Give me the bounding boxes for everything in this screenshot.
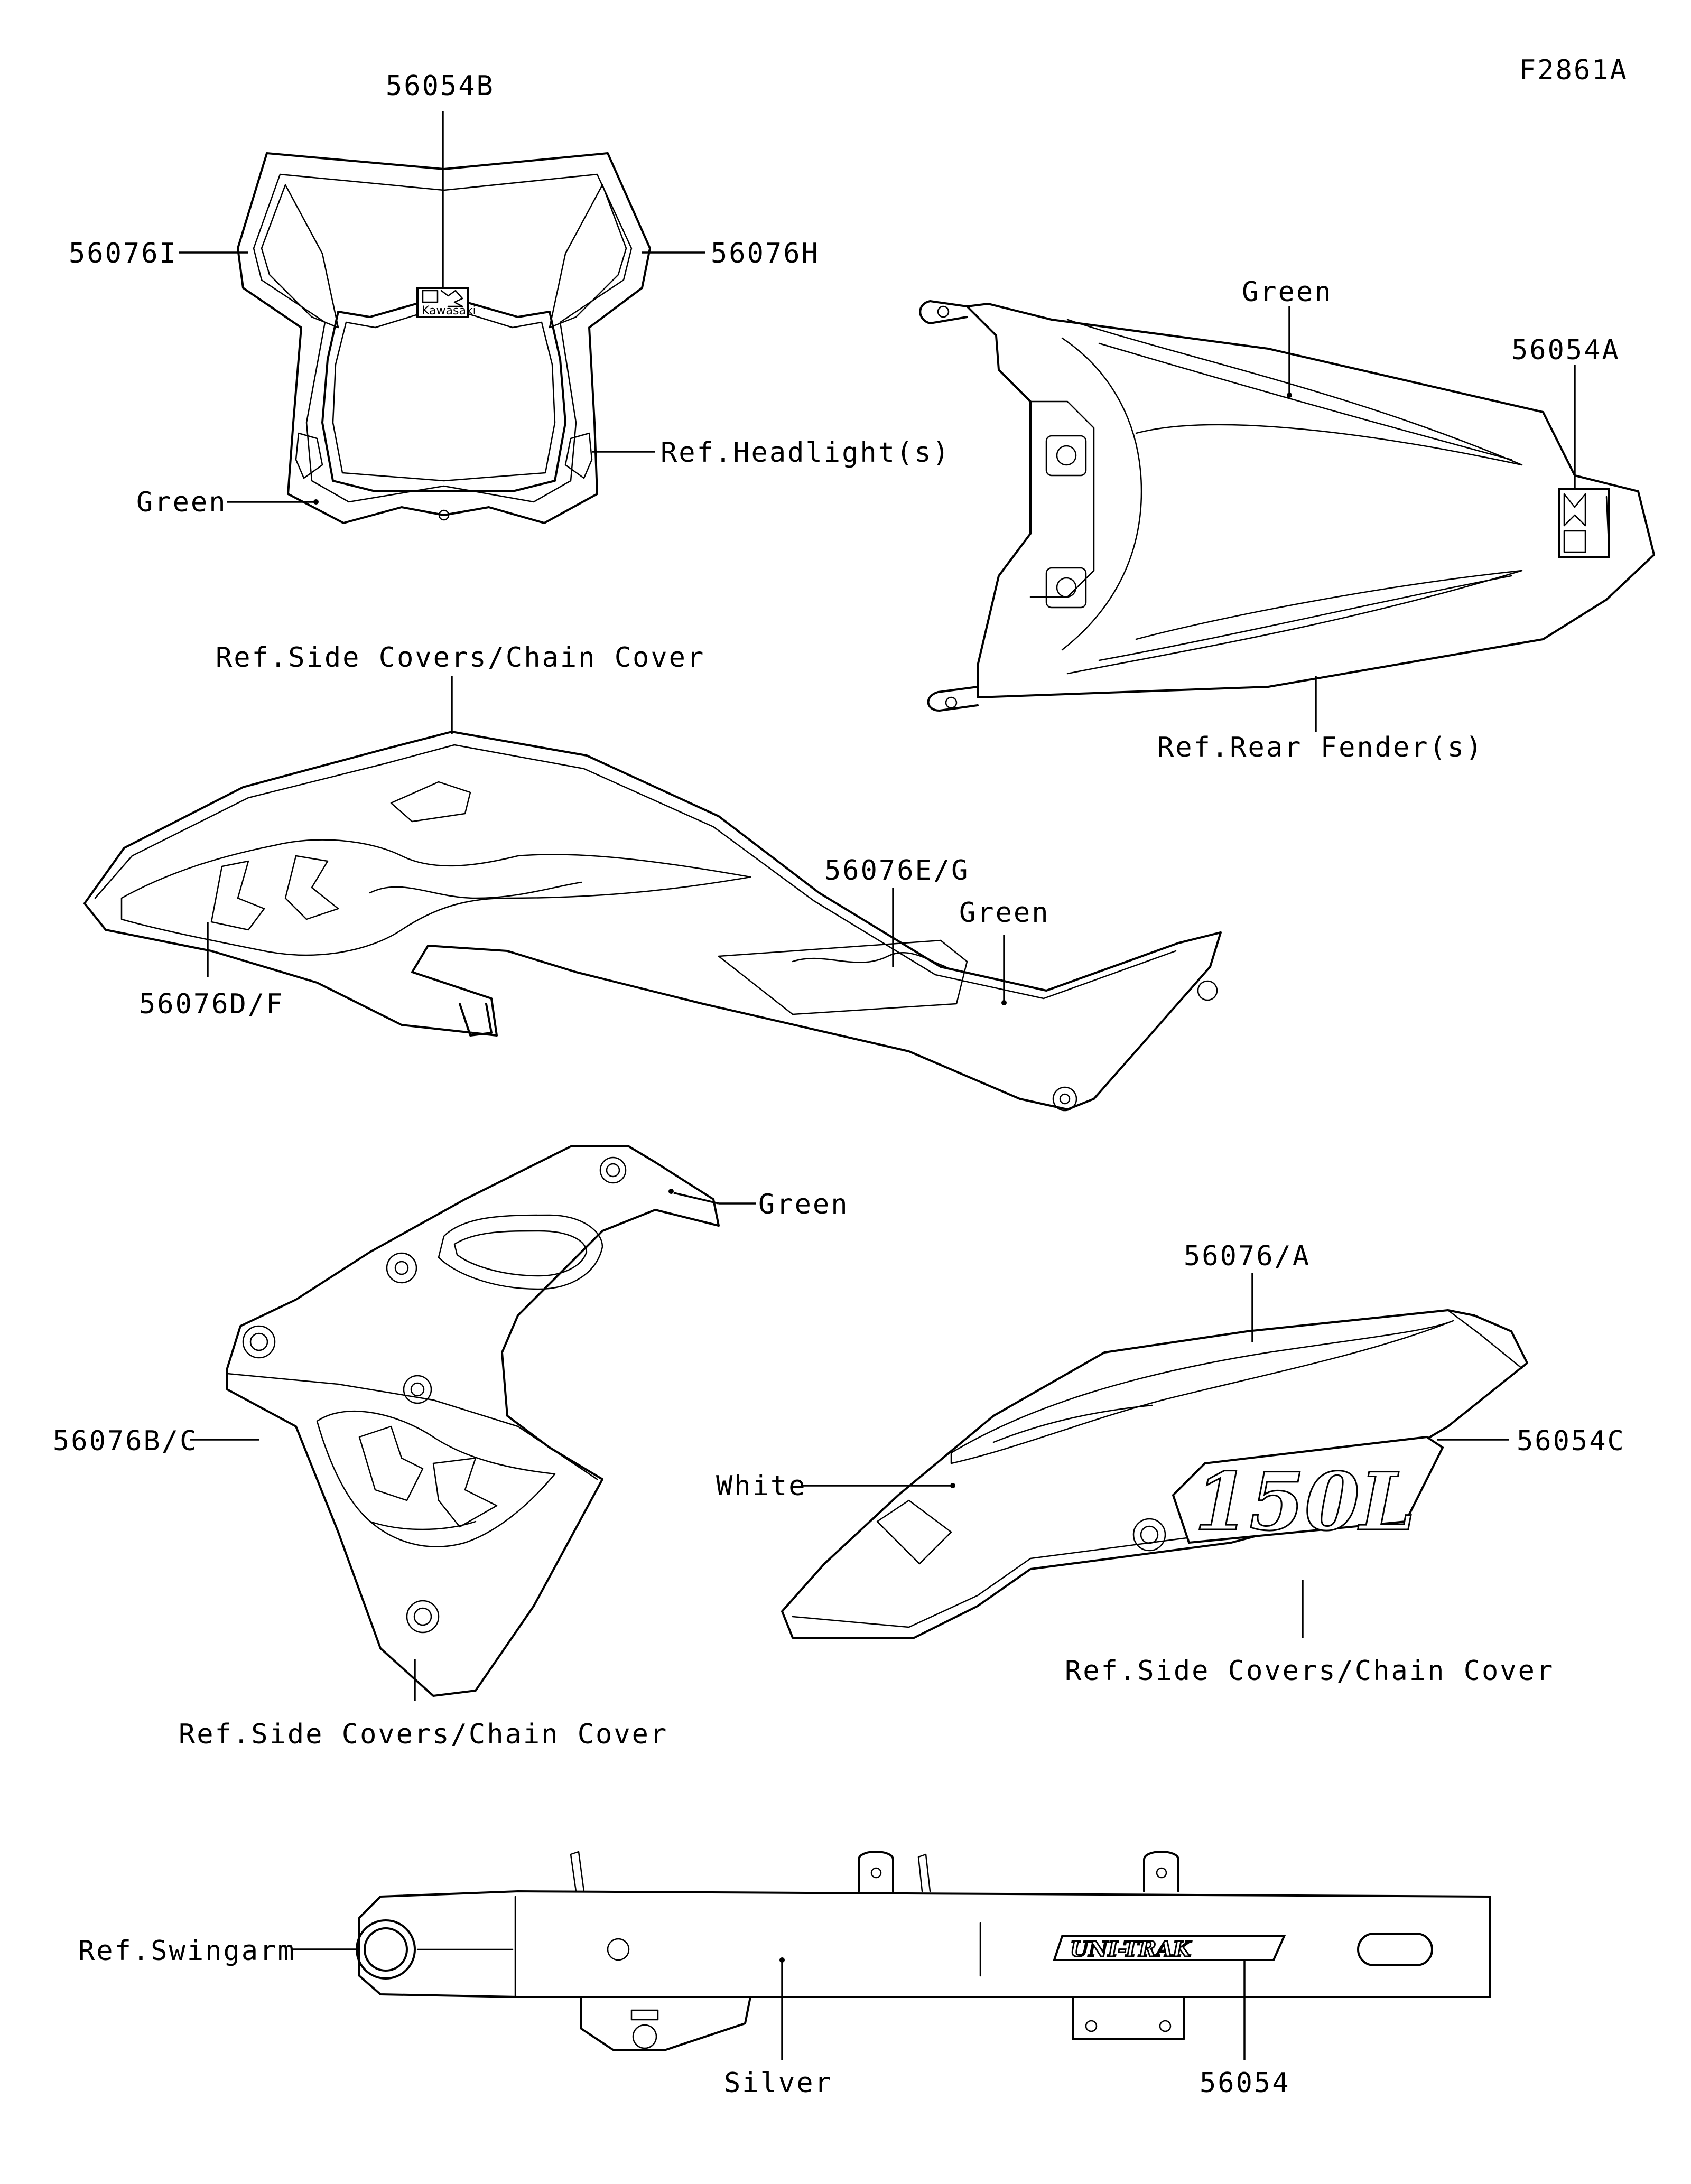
label-ref-swingarm: Ref.Swingarm: [78, 1935, 296, 1967]
kx-graphic-56076DF: [120, 839, 751, 956]
kx-graphic-56076BC: [316, 1410, 556, 1547]
label-56076A: 56076/A: [1184, 1240, 1311, 1272]
label-ref-headlight: Ref.Headlight(s): [661, 437, 951, 469]
figure-id: F2861A: [1519, 54, 1628, 86]
label-side-cover-left-green: Green: [758, 1189, 849, 1220]
kawasaki-wordmark: Kawasaki: [422, 304, 476, 318]
model-wordmark: 150L: [1194, 1455, 1416, 1548]
label-ref-rear-fender: Ref.Rear Fender(s): [1157, 732, 1484, 763]
label-rear-fender-green: Green: [1242, 276, 1333, 308]
headlight-cowl: Kawasaki: [179, 111, 705, 524]
label-side-cover-right-white: White: [716, 1470, 807, 1502]
rear-fender: [919, 300, 1655, 732]
label-56054A: 56054A: [1511, 334, 1620, 366]
label-56076H: 56076H: [711, 238, 820, 269]
model-badge-56054C: [1172, 1435, 1444, 1544]
label-56054: 56054: [1200, 2067, 1290, 2099]
label-56054B: 56054B: [386, 70, 495, 102]
label-ref-side-covers-upper: Ref.Side Covers/Chain Cover: [216, 642, 705, 674]
label-56076I: 56076I: [69, 238, 178, 269]
label-ref-side-covers-left: Ref.Side Covers/Chain Cover: [179, 1719, 668, 1750]
unitrak-decal-56054: [1053, 1935, 1286, 1961]
unitrak-wordmark: UNI-TRAK: [1070, 1937, 1192, 1962]
label-56076EG: 56076E/G: [824, 855, 969, 886]
side-cover-upper: [83, 676, 1222, 1112]
label-side-cover-upper-green: Green: [959, 897, 1050, 929]
label-56076DF: 56076D/F: [139, 988, 284, 1020]
label-56054C: 56054C: [1517, 1425, 1625, 1457]
side-cover-left: [190, 1145, 756, 1701]
label-ref-side-covers-right: Ref.Side Covers/Chain Cover: [1065, 1655, 1554, 1687]
label-headlight-green: Green: [136, 487, 227, 518]
label-swingarm-silver: Silver: [724, 2067, 833, 2099]
swingarm: UNI-TRAK: [293, 1851, 1491, 2060]
side-cover-right: 150L: [781, 1273, 1528, 1639]
label-56076BC: 56076B/C: [53, 1425, 198, 1457]
stripe-decal-56076A: [950, 1320, 1454, 1464]
